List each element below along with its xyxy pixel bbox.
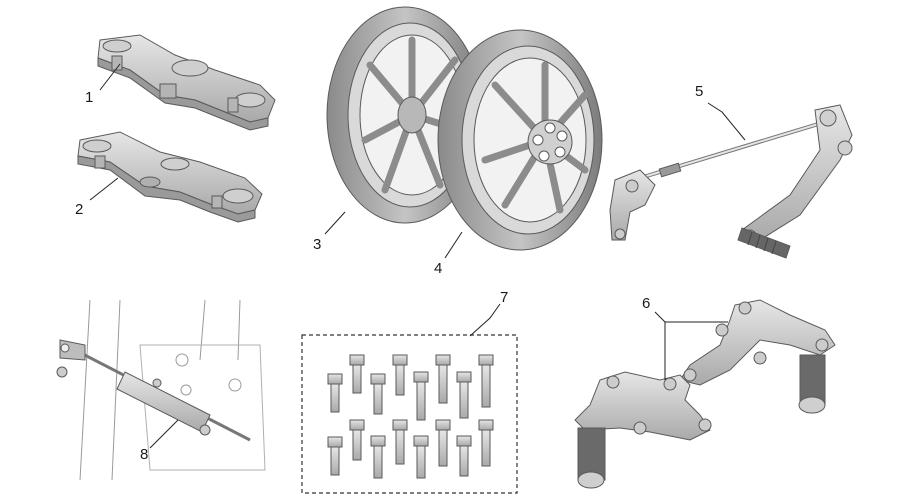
leader-3 xyxy=(324,211,346,235)
bolt-kit-box xyxy=(301,334,518,494)
gear-shift-linkage[interactable] xyxy=(609,104,853,259)
leader-5 xyxy=(707,102,746,141)
leader-7 xyxy=(469,303,501,337)
callout-4[interactable]: 4 xyxy=(434,260,443,277)
callout-3[interactable]: 3 xyxy=(313,236,322,253)
bolt-kit[interactable] xyxy=(327,354,494,479)
leader-4 xyxy=(444,231,463,259)
callout-6[interactable]: 6 xyxy=(642,295,651,312)
upper-triple-clamp[interactable] xyxy=(97,34,276,131)
steering-damper[interactable] xyxy=(56,339,251,442)
callout-7[interactable]: 7 xyxy=(500,289,509,306)
rearset-footpegs[interactable] xyxy=(574,299,836,489)
leader-1 xyxy=(99,63,121,91)
lower-triple-clamp[interactable] xyxy=(77,131,263,223)
fork-tubes-outline xyxy=(79,299,266,481)
callout-5[interactable]: 5 xyxy=(695,83,704,100)
wheel-front-right[interactable] xyxy=(437,29,603,251)
leader-lines xyxy=(89,63,746,449)
callout-8[interactable]: 8 xyxy=(140,446,149,463)
callout-1[interactable]: 1 xyxy=(85,89,94,106)
leader-8 xyxy=(149,419,179,449)
leader-6 xyxy=(654,311,728,323)
callout-2[interactable]: 2 xyxy=(75,201,84,218)
leader-2 xyxy=(89,177,119,201)
